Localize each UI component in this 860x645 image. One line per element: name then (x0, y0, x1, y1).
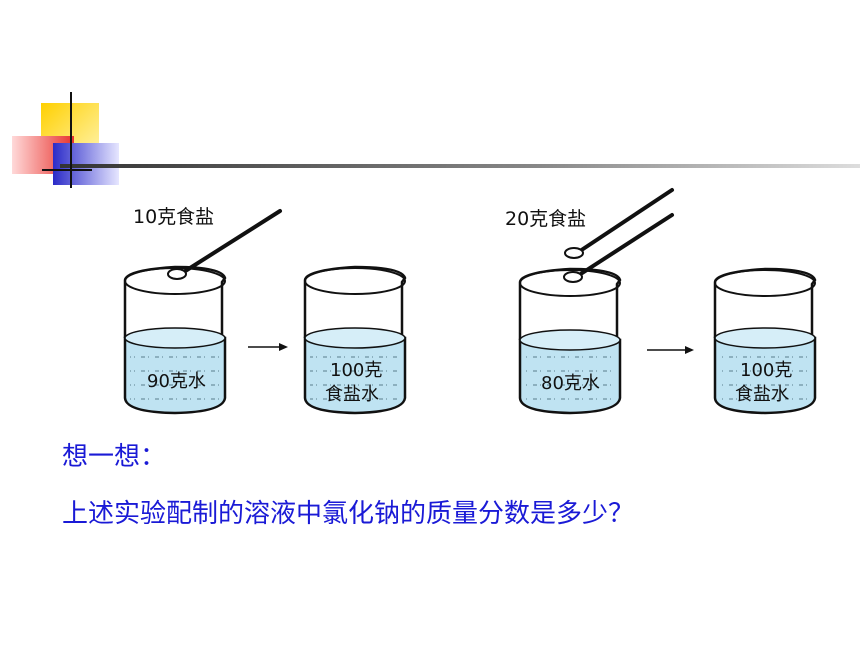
header-rule (60, 164, 860, 168)
think-prompt: 想一想： (62, 442, 167, 472)
question-text: 上述实验配制的溶液中氯化钠的质量分数是多少？ (62, 499, 635, 529)
arrow-1 (248, 343, 288, 351)
beaker-2: 100克 食盐水 (303, 265, 407, 415)
result-line1-2: 100克 (740, 360, 792, 381)
spoon-1 (177, 209, 282, 277)
salt-label-1: 10克食盐 (133, 206, 214, 228)
beaker-3: 80克水 (518, 267, 622, 415)
result-line2-2: 食盐水 (735, 384, 789, 405)
arrow-2 (647, 346, 694, 354)
title-ornament (12, 92, 860, 188)
spoon-2a (575, 188, 674, 255)
beaker-4: 100克 食盐水 (713, 267, 817, 415)
result-line2-1: 食盐水 (325, 384, 379, 405)
spoon-bowl-1 (167, 268, 187, 280)
water-label-1: 90克水 (147, 371, 206, 392)
experiment-1: 10克食盐 90克水 100克 食盐水 (123, 206, 407, 415)
result-line1-1: 100克 (330, 360, 382, 381)
spoon-2b (574, 213, 674, 279)
beaker-1: 90克水 (123, 265, 227, 415)
water-label-2: 80克水 (541, 373, 600, 394)
experiment-illustration: 10克食盐 90克水 100克 食盐水 20克食 (123, 188, 817, 415)
experiment-2: 20克食盐 80克水 100克 食盐水 (505, 188, 817, 415)
spoon-bowl-2b (563, 271, 583, 283)
salt-label-2: 20克食盐 (505, 208, 586, 230)
spoon-bowl-2a (564, 247, 584, 259)
